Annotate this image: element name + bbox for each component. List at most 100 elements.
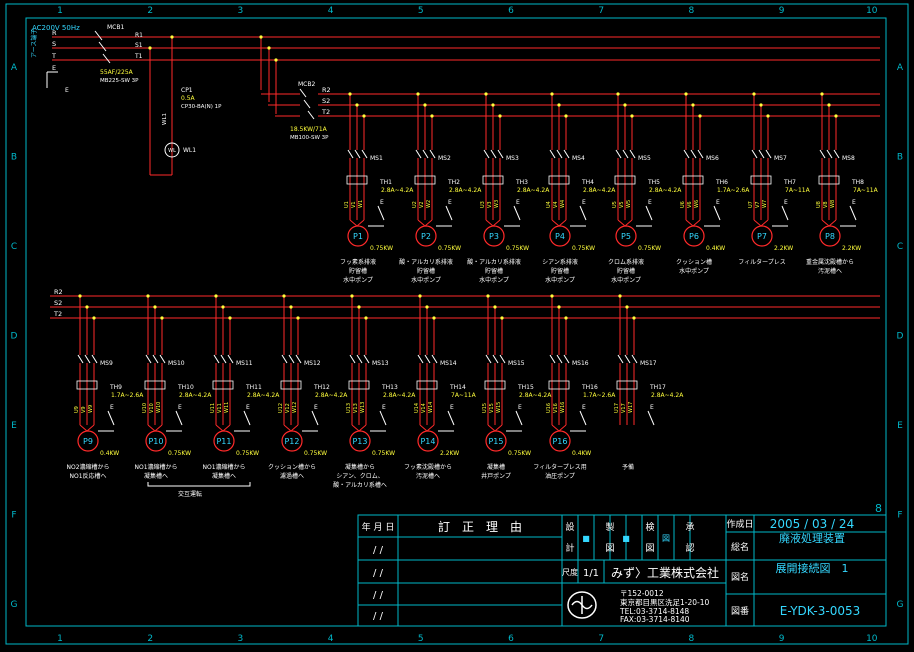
motor-lead xyxy=(283,424,292,432)
motor-lead xyxy=(492,219,501,227)
breaker-contact xyxy=(549,149,556,159)
motor-id: P5 xyxy=(621,232,631,241)
wire-label: V5 xyxy=(619,201,625,208)
pilot-lamp-name: WL1 xyxy=(183,147,196,154)
motor-description: 予備 xyxy=(622,463,634,471)
motor-description: 水中ポンプ xyxy=(611,276,641,284)
breaker-name: MS5 xyxy=(638,155,651,162)
breaker-contact xyxy=(431,354,438,364)
thermal-relay xyxy=(548,380,570,390)
motor-lead xyxy=(358,424,367,432)
branch-phase-label: T2 xyxy=(321,108,330,116)
earth-wire xyxy=(243,410,251,426)
thermal-relay xyxy=(548,175,570,185)
grid-column-label: 6 xyxy=(508,634,514,644)
earth-label: E xyxy=(784,199,788,206)
motor-circle xyxy=(751,225,773,247)
thermal-range: 1.7A~2.6A xyxy=(111,392,144,399)
junction-dot xyxy=(430,114,434,118)
breaker-contact xyxy=(227,354,234,364)
motor-description: 油圧ポンプ xyxy=(545,472,575,480)
motor-id: P14 xyxy=(420,437,435,446)
junction-dot xyxy=(820,92,824,96)
motor-power: 0.75KW xyxy=(168,450,191,457)
motor-description: クロム系排液 xyxy=(608,258,644,266)
wire-label: W17 xyxy=(628,402,634,413)
earth-wire xyxy=(781,205,789,221)
grid-column-label: 8 xyxy=(689,634,695,644)
motor-circle xyxy=(415,225,437,247)
thermal-name: TH4 xyxy=(581,179,594,186)
grid-column-label: 7 xyxy=(598,634,604,644)
junction-dot xyxy=(550,294,554,298)
breaker-contact xyxy=(417,354,424,364)
motor-description: 重金属沈殿槽から xyxy=(806,258,854,266)
thermal-name: TH10 xyxy=(177,384,194,391)
revision-date-header: 年 月 日 xyxy=(362,521,395,533)
wire-label: U9 xyxy=(74,406,80,413)
junction-dot xyxy=(752,92,756,96)
breaker-contact xyxy=(424,354,431,364)
breaker-contact xyxy=(549,354,556,364)
wire-label: V4 xyxy=(553,201,559,208)
wire-label: V8 xyxy=(823,201,829,208)
thermal-relay xyxy=(76,380,98,390)
branch-breaker-name: MCB2 xyxy=(298,81,315,88)
project-label: 総名 xyxy=(731,541,749,553)
motor-power: 0.75KW xyxy=(304,450,327,457)
earth-label: E xyxy=(582,404,586,411)
main-breaker-model: MB225-SW 3P xyxy=(100,78,139,84)
approval-header: 図 xyxy=(605,543,614,554)
thermal-relay xyxy=(348,380,370,390)
breaker-contact xyxy=(220,354,227,364)
breaker-contact xyxy=(429,149,436,159)
earth-label: E xyxy=(178,404,182,411)
company-name: みず〉工業株式会社 xyxy=(611,565,719,580)
grid-column-label: 10 xyxy=(866,634,878,644)
breaker-name: MS17 xyxy=(640,360,657,367)
breaker-contact xyxy=(499,354,506,364)
breaker-name: MS10 xyxy=(168,360,185,367)
breaker-contact xyxy=(354,149,361,159)
junction-dot xyxy=(416,92,420,96)
breaker-contact xyxy=(617,354,624,364)
wire-label: U14 xyxy=(414,403,420,413)
grid-column-label: 3 xyxy=(238,6,244,16)
breaker-contact xyxy=(356,354,363,364)
breaker-contact xyxy=(631,354,638,364)
motor-power: 0.4KW xyxy=(572,450,591,457)
bus-phase-label: T1 xyxy=(134,53,143,60)
motor-power: 2.2KW xyxy=(774,245,793,252)
grid-row-label: A xyxy=(897,63,904,73)
junction-dot xyxy=(759,103,763,107)
wire-label: W3 xyxy=(494,200,500,208)
title-block: 8 年 月 日 訂 正 理 由 / / / / / / / / 設計製図検図承認… xyxy=(357,502,887,627)
earth-label: E xyxy=(516,199,520,206)
earth-wire xyxy=(513,205,521,221)
motor-description: フィルタープレス xyxy=(738,258,786,266)
junction-dot xyxy=(364,316,368,320)
wire-label: U7 xyxy=(748,201,754,208)
wire-label: V14 xyxy=(421,403,427,413)
thermal-name: TH8 xyxy=(851,179,864,186)
breaker-name: MS2 xyxy=(438,155,451,162)
wire-label: V1 xyxy=(351,201,357,208)
lower-bus-phase-label: S2 xyxy=(54,299,62,307)
wire-label: U15 xyxy=(482,403,488,413)
motor-power: 2.2KW xyxy=(842,245,861,252)
thermal-relay xyxy=(346,175,368,185)
grid-column-label: 10 xyxy=(866,6,878,16)
earth-wire xyxy=(175,410,183,426)
motor-power: 0.75KW xyxy=(506,245,529,252)
thermal-range: 2.8A~4.2A xyxy=(449,187,482,194)
thermal-relay xyxy=(614,175,636,185)
junction-dot xyxy=(160,316,164,320)
earth-wire xyxy=(107,410,115,426)
junction-dot xyxy=(357,305,361,309)
motor-id: P9 xyxy=(83,437,93,446)
junction-dot xyxy=(78,294,82,298)
